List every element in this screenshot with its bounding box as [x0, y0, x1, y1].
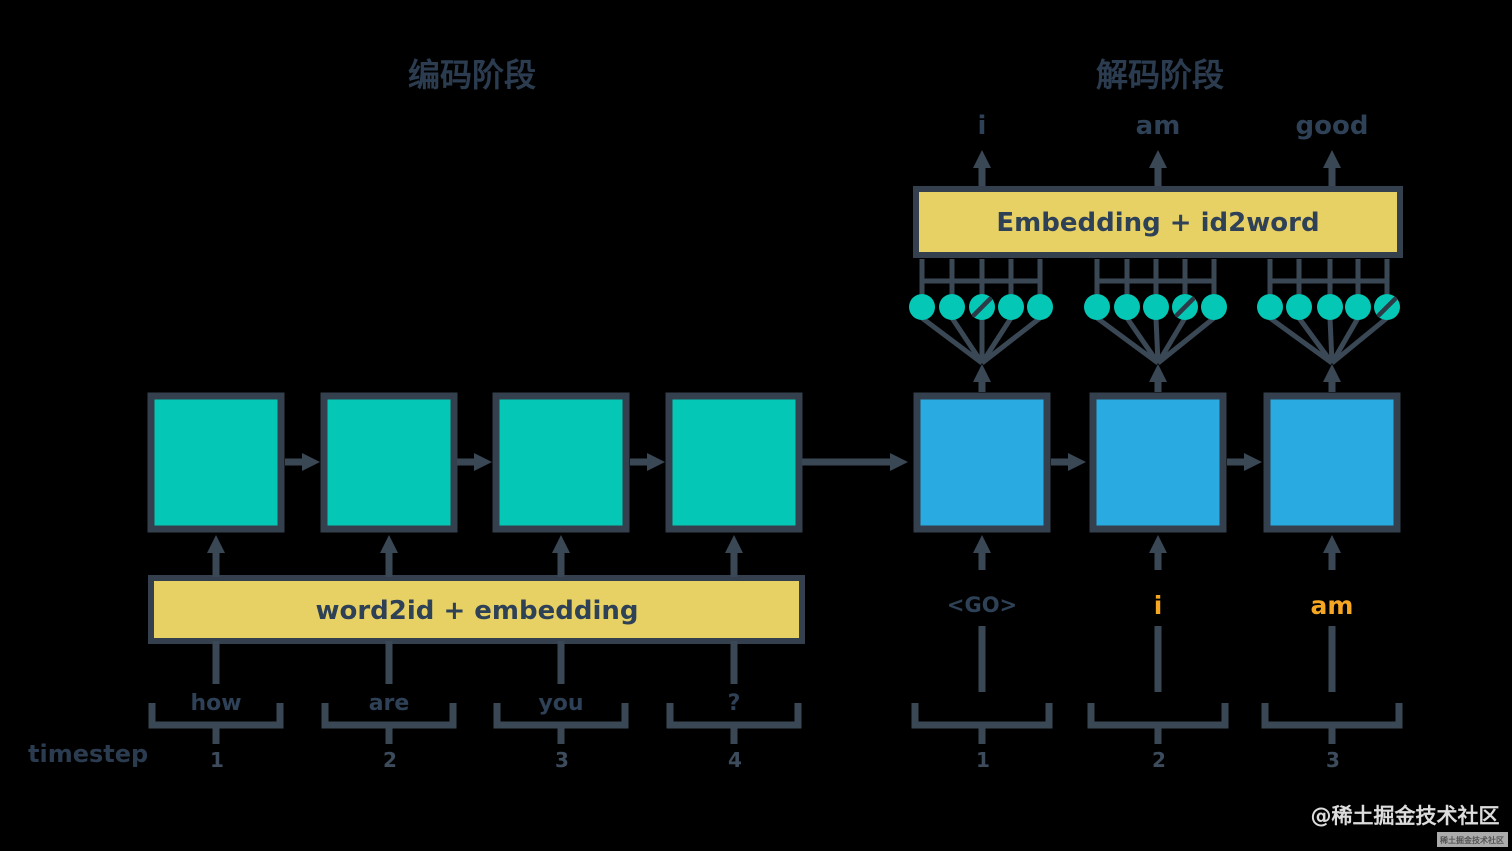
decoder-cell-2	[1089, 392, 1227, 533]
watermark-badge	[1437, 832, 1508, 847]
prob-circle	[1286, 294, 1312, 320]
encoder-cell-3	[492, 392, 630, 533]
encoder-input-word-1: how	[190, 691, 241, 716]
decoder-input-token-3: am	[1311, 591, 1354, 620]
encoder-input-word-2: are	[369, 691, 410, 716]
decoder-cells	[913, 392, 1401, 533]
prob-circle	[939, 294, 965, 320]
output-embedding-box	[913, 186, 1403, 258]
encoder-cell-1	[147, 392, 285, 533]
prob-circle	[909, 294, 935, 320]
encoder-cells	[147, 392, 803, 533]
prob-circle	[1317, 294, 1343, 320]
decoder-timestep-1: 1	[976, 748, 990, 772]
encoder-timestep-1: 1	[210, 748, 224, 772]
decoder-output-words: i am good	[978, 111, 1369, 141]
decoder-timestep-3: 3	[1326, 748, 1340, 772]
circle-to-embedding-links	[919, 259, 1390, 294]
decoder-input-token-1: <GO>	[947, 593, 1017, 617]
encoder-word-stems	[212, 641, 738, 684]
decoder-output-arrows	[973, 150, 1341, 186]
softmax-fans	[920, 315, 1389, 392]
prob-circle	[1027, 294, 1053, 320]
decoder-output-word-1: i	[978, 111, 987, 141]
encoder-timestep-3: 3	[555, 748, 569, 772]
prob-circle	[1257, 294, 1283, 320]
encoder-cell-4	[665, 392, 803, 533]
prob-circle	[998, 294, 1024, 320]
decoder-input-token-2: i	[1154, 591, 1163, 620]
decoder-timestep-2: 2	[1152, 748, 1166, 772]
selection-slashes	[971, 296, 1398, 318]
timestep-axis-label: timestep	[28, 740, 148, 768]
decoder-cell-3	[1263, 392, 1401, 533]
decoder-output-word-2: am	[1136, 111, 1181, 141]
prob-circle	[1114, 294, 1140, 320]
encoder-timestep-4: 4	[728, 748, 742, 772]
probability-circles	[909, 294, 1400, 320]
encoder-timestep-braces: 1 2 3 4	[148, 703, 802, 772]
decoder-timestep-braces: 1 2 3	[911, 703, 1403, 772]
prob-circle	[1084, 294, 1110, 320]
output-embedding-label: Embedding + id2word	[996, 208, 1319, 238]
decoder-output-word-3: good	[1296, 111, 1369, 141]
encoder-timestep-2: 2	[383, 748, 397, 772]
encoder-cell-2	[320, 392, 458, 533]
watermark-badge-text: 稀土掘金技术社区	[1440, 835, 1504, 845]
prob-circle	[1345, 294, 1371, 320]
encoder-input-word-4: ?	[728, 691, 741, 716]
encoder-stage-title: 编码阶段	[408, 56, 536, 94]
encoder-input-arrows	[207, 535, 743, 577]
encoder-input-words: how are you ?	[190, 691, 740, 716]
input-embedding-box	[148, 575, 805, 644]
decoder-stage-title: 解码阶段	[1096, 56, 1224, 94]
prob-circle	[1143, 294, 1169, 320]
encoder-input-word-3: you	[538, 691, 583, 716]
prob-circle	[1201, 294, 1227, 320]
input-embedding-label: word2id + embedding	[315, 596, 638, 626]
watermark-text: @稀土掘金技术社区	[1311, 804, 1500, 828]
decoder-cell-1	[913, 392, 1051, 533]
decoder-inputs: <GO> i am	[947, 535, 1354, 692]
